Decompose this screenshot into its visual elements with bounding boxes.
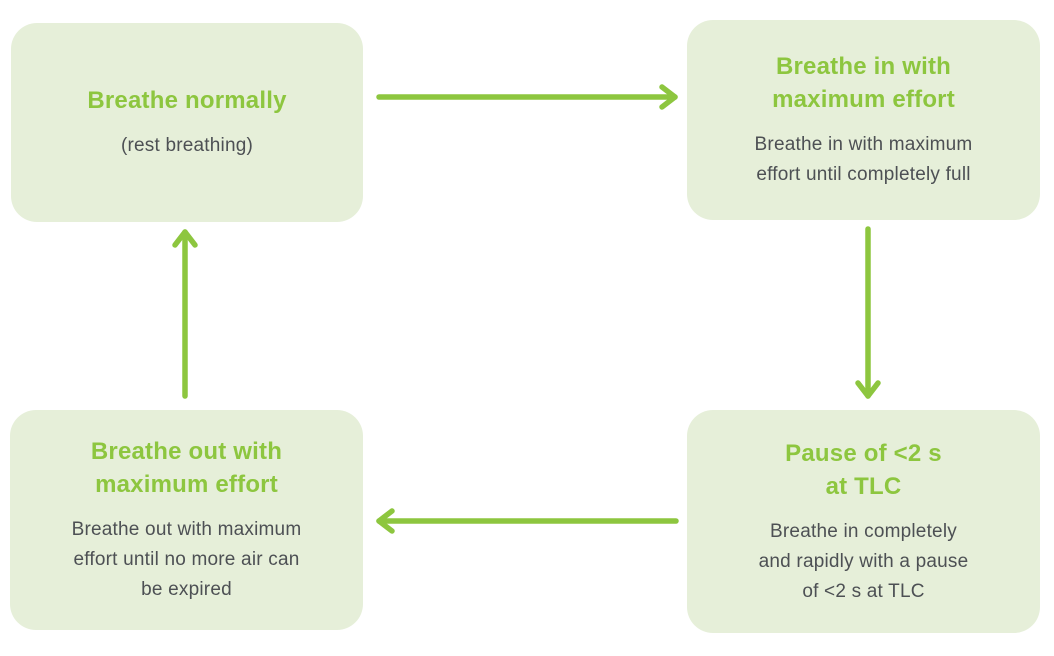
arrow-right-icon <box>376 84 678 110</box>
box-body: (rest breathing) <box>121 131 253 161</box>
box-title: Pause of <2 s at TLC <box>785 437 942 503</box>
box-body-line: effort until no more air can <box>73 549 300 570</box>
box-title: Breathe normally <box>87 84 286 117</box>
box-title-line: Breathe out with <box>90 438 283 465</box>
box-title-line: maximum effort <box>772 86 955 113</box>
box-title: Breathe out with maximum effort <box>91 435 282 501</box>
box-title: Breathe in with maximum effort <box>772 50 955 116</box>
box-body-line: (rest breathing) <box>120 135 254 156</box>
box-body: Breathe in with maximum effort until com… <box>755 130 973 190</box>
arrow-down-icon <box>855 226 881 399</box>
box-body-line: of <2 s at TLC <box>802 580 925 602</box>
flow-box-breathe-out-max-effort: Breathe out with maximum effort Breathe … <box>10 410 363 630</box>
box-body-line: Breathe in completely <box>770 520 957 542</box>
arrow-left-icon <box>376 508 679 534</box>
box-body-line: Breathe out with maximum <box>71 519 302 540</box>
box-body-line: Breathe in with maximum <box>754 134 973 155</box>
flow-box-pause-at-tlc: Pause of <2 s at TLC Breathe in complete… <box>687 410 1040 633</box>
box-title-line: Breathe in with <box>775 53 952 80</box>
box-title-line: maximum effort <box>95 471 278 498</box>
box-body: Breathe out with maximum effort until no… <box>72 515 302 605</box>
arrow-up-icon <box>172 229 198 399</box>
box-title-line: Breathe normally <box>87 87 287 114</box>
box-title-line: at TLC <box>825 472 902 500</box>
box-body: Breathe in completely and rapidly with a… <box>759 517 969 607</box>
box-title-line: Pause of <2 s <box>785 439 942 467</box>
box-body-line: be expired <box>141 579 232 600</box>
box-body-line: and rapidly with a pause <box>758 550 969 572</box>
flow-box-breathe-in-max-effort: Breathe in with maximum effort Breathe i… <box>687 20 1040 220</box>
flow-box-breathe-normally: Breathe normally (rest breathing) <box>11 23 363 222</box>
box-body-line: effort until completely full <box>756 164 971 185</box>
